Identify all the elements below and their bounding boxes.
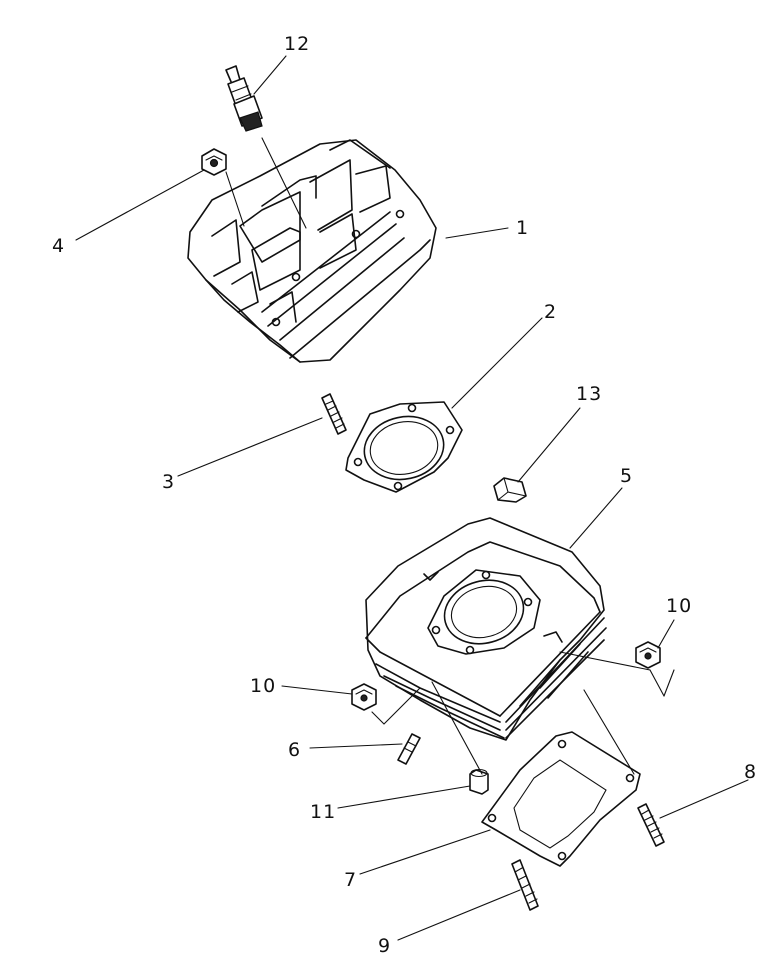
- part-13-clip: [493, 477, 527, 503]
- part-10-cap-nut-left: [351, 683, 377, 711]
- callout-9: 9: [378, 935, 391, 957]
- part-4-cap-nut: [201, 148, 227, 176]
- part-12-spark-plug: [225, 65, 263, 132]
- callout-12: 12: [284, 33, 310, 55]
- part-3-stud-bolt: [321, 393, 347, 435]
- callout-6: 6: [288, 739, 301, 761]
- callout-labels: 12 1 4 2 13 3 5 10 10 6 8 11 7 9: [52, 33, 757, 957]
- part-7-base-gasket: [481, 731, 641, 867]
- part-9-stud-bolt: [511, 859, 539, 911]
- callout-5: 5: [620, 465, 633, 487]
- callout-11: 11: [310, 801, 336, 823]
- part-10-cap-nut-right: [635, 641, 661, 669]
- leader-lines: [75, 55, 749, 941]
- callout-3: 3: [162, 471, 175, 493]
- callout-7: 7: [344, 869, 357, 891]
- callout-10-right: 10: [666, 595, 692, 617]
- part-2-head-gasket: [345, 401, 463, 493]
- part-8-stud-bolt: [637, 803, 665, 847]
- callout-2: 2: [544, 301, 557, 323]
- part-11-dowel: [469, 768, 489, 795]
- callout-13: 13: [576, 383, 602, 405]
- callout-4: 4: [52, 235, 65, 257]
- part-5-cylinder-block: [365, 517, 607, 741]
- callout-1: 1: [516, 217, 529, 239]
- part-6-dowel-pin: [397, 733, 421, 765]
- part-1-cylinder-head: [187, 139, 437, 363]
- callout-10-left: 10: [250, 675, 276, 697]
- callout-8: 8: [744, 761, 757, 783]
